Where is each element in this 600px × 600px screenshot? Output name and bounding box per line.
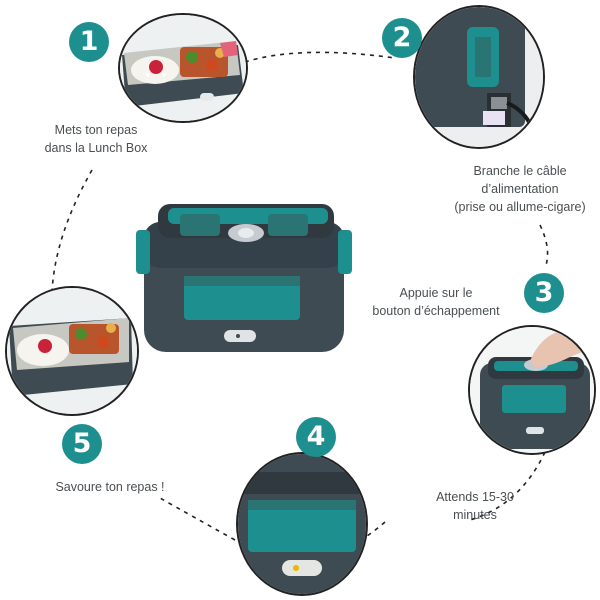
- step-2-badge: 2: [382, 18, 422, 58]
- step-5-caption: Savoure ton repas !: [30, 478, 190, 496]
- step-3-line-1: Appuie sur le: [399, 286, 473, 300]
- step-2-line-1: Branche le câble: [473, 164, 567, 178]
- step-3-badge: 3: [524, 273, 564, 313]
- step-3-image: [468, 325, 596, 455]
- step-2-line-3: (prise ou allume-cigare): [454, 200, 586, 214]
- step-4-caption: Attends 15-30 minutes: [405, 488, 545, 524]
- step-4-line-1: Attends 15-30: [436, 490, 514, 504]
- step-2-line-2: d’alimentation: [481, 182, 559, 196]
- step-4-image: [236, 452, 368, 596]
- step-1-image: [118, 13, 248, 123]
- step-5-badge: 5: [62, 424, 102, 464]
- lunch-box-main-image: [136, 204, 352, 352]
- step-1-badge: 1: [69, 22, 109, 62]
- step-1-line-1: Mets ton repas: [54, 123, 138, 137]
- step-1-caption: Mets ton repas dans la Lunch Box: [16, 121, 176, 157]
- step-5-line-1: Savoure ton repas !: [55, 480, 165, 494]
- step-2-image: [413, 5, 545, 149]
- step-5-image: [5, 286, 139, 416]
- step-2-caption: Branche le câble d’alimentation (prise o…: [440, 162, 600, 216]
- step-4-badge: 4: [296, 417, 336, 457]
- step-1-line-2: dans la Lunch Box: [44, 141, 148, 155]
- step-4-line-2: minutes: [453, 508, 497, 522]
- step-3-line-2: bouton d’échappement: [372, 304, 500, 318]
- step-3-caption: Appuie sur le bouton d’échappement: [356, 284, 516, 320]
